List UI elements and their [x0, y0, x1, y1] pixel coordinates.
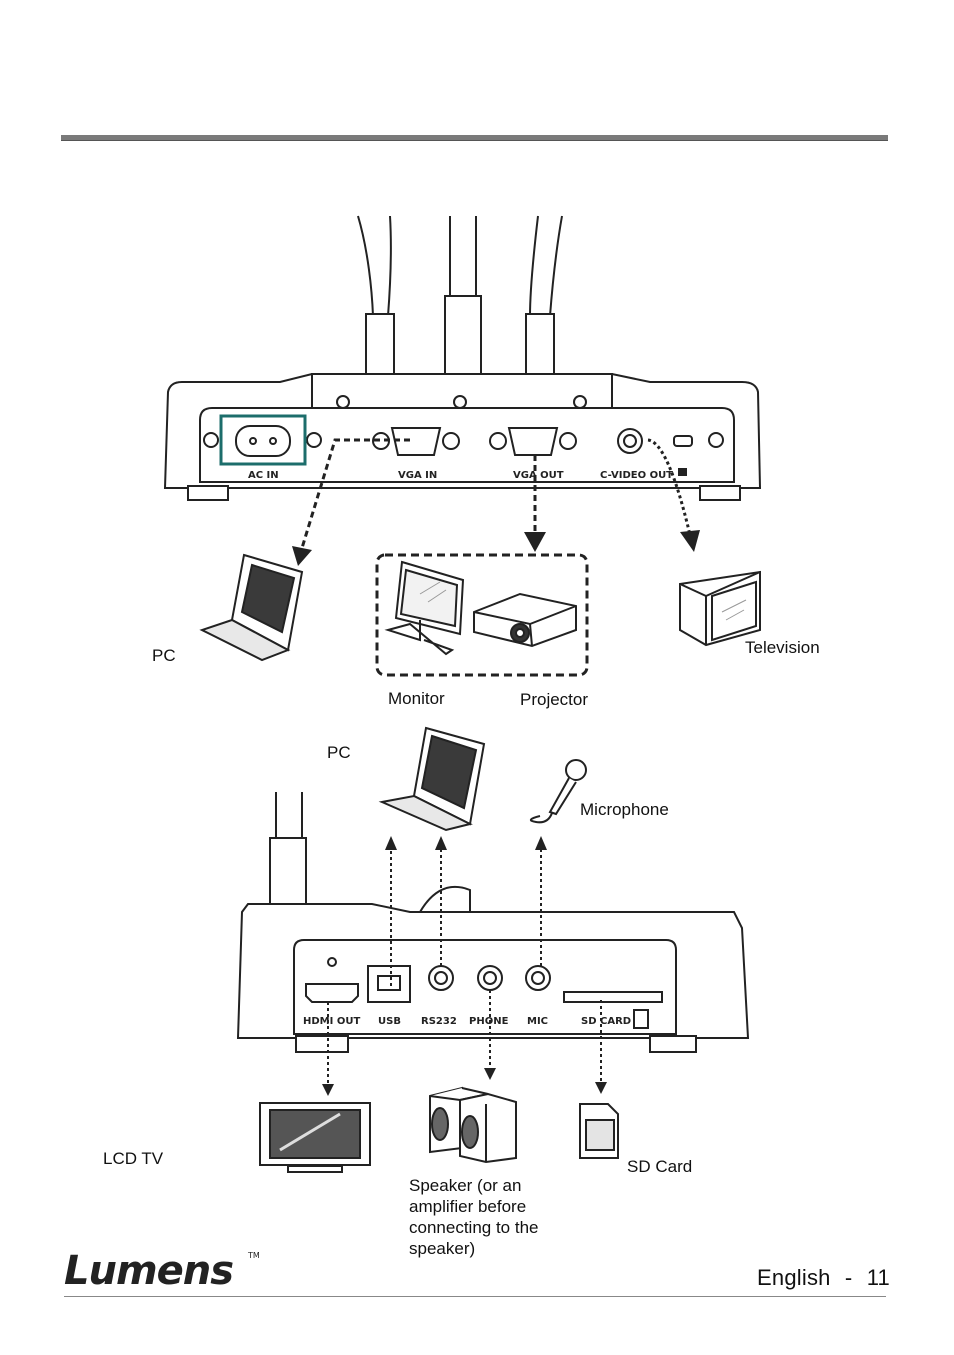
connection-arrows [327, 848, 602, 1084]
bottom-connection-diagram: HDMI OUT USB RS232 PHONE MIC SD CARD [236, 726, 750, 1173]
lumens-logo: Lumens TM [64, 1248, 260, 1292]
port-label-hdmi-out: HDMI OUT [303, 1016, 360, 1027]
port-label-ac-in: AC IN [248, 470, 279, 481]
device-label-microphone: Microphone [580, 800, 669, 819]
lcd-tv-icon [259, 1102, 371, 1173]
footer-language: English [757, 1265, 831, 1290]
device-label-lcd-tv: LCD TV [103, 1149, 164, 1168]
port-label-vga-out: VGA OUT [513, 470, 564, 481]
port-label-sd-card: SD CARD [581, 1016, 631, 1027]
port-label-vga-in: VGA IN [398, 470, 437, 481]
device-label-pc: PC [152, 646, 176, 665]
television-icon [679, 570, 761, 647]
device-label-monitor: Monitor [388, 689, 445, 708]
display-group-box [375, 553, 589, 677]
laptop-icon [199, 553, 304, 662]
device-label-pc-bottom: PC [327, 743, 351, 762]
speaker-icon [429, 1086, 517, 1164]
connection-arrows [300, 438, 692, 549]
header-rule [61, 135, 888, 141]
sd-card-icon [579, 1103, 619, 1159]
svg-text:Lumens: Lumens [64, 1248, 233, 1292]
port-label-usb: USB [378, 1016, 401, 1027]
port-label-rs232: RS232 [421, 1016, 457, 1027]
page-number: 11 [866, 1265, 890, 1290]
page-footer: English - 11 [757, 1265, 890, 1291]
port-label-c-video-out: C-VIDEO OUT [600, 470, 673, 481]
top-connection-diagram: AC IN VGA IN VGA OUT C-VIDEO OUT [163, 215, 762, 677]
microphone-icon [529, 759, 587, 824]
port-label-phone: PHONE [469, 1016, 509, 1027]
camera-arms [357, 215, 563, 317]
svg-text:TM: TM [247, 1251, 260, 1260]
device-label-television: Television [745, 638, 820, 657]
projector-icon [473, 592, 577, 648]
footer-rule [64, 1296, 886, 1297]
device-label-projector: Projector [520, 690, 589, 709]
device-label-speaker: Speaker (or an amplifier before connecti… [409, 1176, 539, 1258]
laptop-icon [378, 726, 486, 832]
monitor-icon [384, 560, 465, 656]
device-label-sd-card: SD Card [627, 1157, 693, 1176]
port-label-mic: MIC [527, 1016, 548, 1027]
footer-separator: - [844, 1265, 853, 1290]
